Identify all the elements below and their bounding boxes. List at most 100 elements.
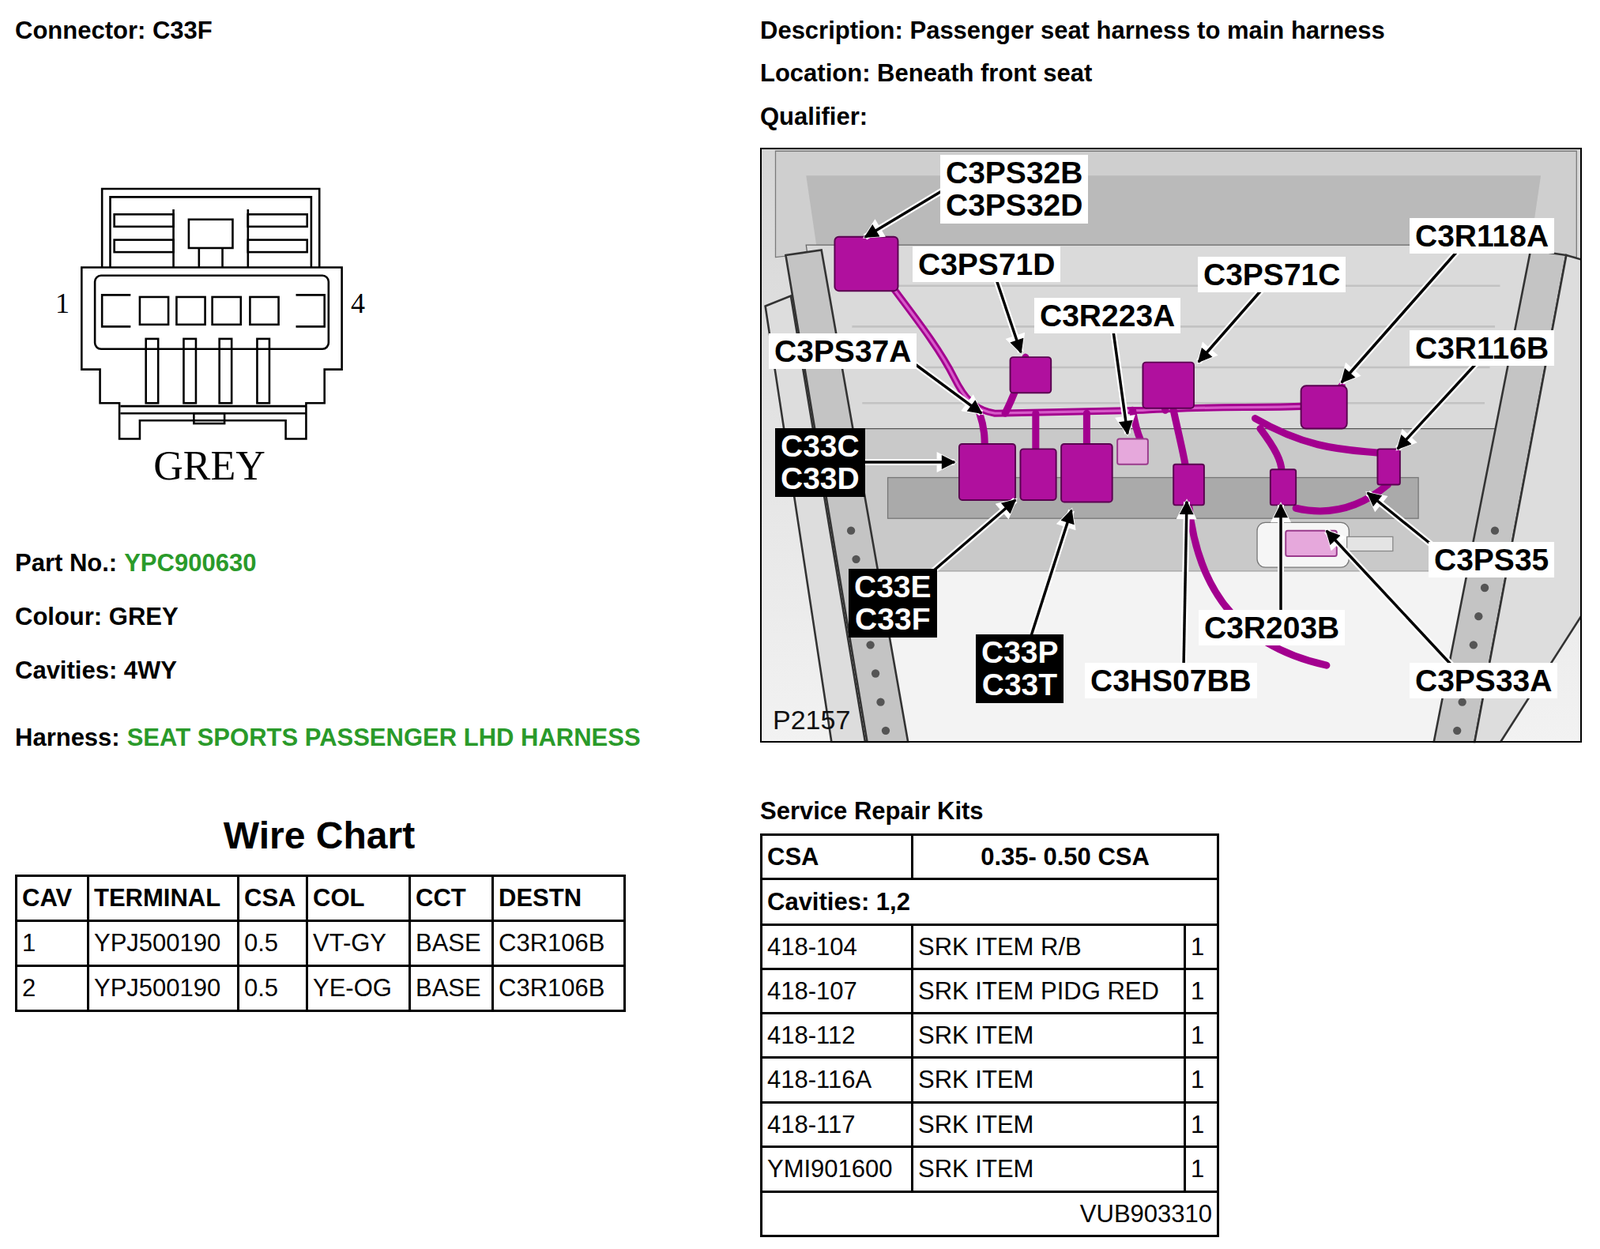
- connector-drawing: [114, 214, 174, 226]
- leader-arrow: [1397, 359, 1480, 449]
- leader-arrow: [865, 189, 945, 238]
- leader-arrow: [1030, 510, 1072, 639]
- label-text: Part No.:: [15, 549, 117, 578]
- table-cell: 1: [1185, 1103, 1219, 1148]
- table-cell: 1: [1185, 925, 1219, 970]
- figure-number: P2157: [772, 705, 851, 735]
- connector-drawing: [81, 267, 342, 439]
- rail-holes: [881, 726, 890, 735]
- callout-label: C33C C33D: [775, 428, 866, 497]
- callout-text: C3R223A: [1039, 299, 1175, 332]
- cell-text: SRK ITEM: [918, 1110, 1034, 1139]
- table-cell: 0.5: [238, 921, 308, 967]
- rail-holes: [851, 555, 860, 564]
- cell-text: 418-116A: [767, 1065, 872, 1094]
- table-cell: BASE: [410, 966, 494, 1012]
- cell-text: YMI901600: [767, 1155, 893, 1183]
- callout-text: C3PS37A: [774, 335, 912, 368]
- table-row: 418-116ASRK ITEM1: [761, 1057, 1219, 1104]
- cell-text: 418-117: [767, 1110, 855, 1139]
- leader-arrow: [908, 359, 982, 414]
- table-cell: CSA: [238, 876, 308, 922]
- leader-arrow: [1112, 325, 1128, 434]
- cell-text: Cavities: 1,2: [767, 888, 911, 916]
- leader-arrow: [857, 460, 955, 464]
- cell-text: SRK ITEM: [918, 1021, 1034, 1050]
- callout-label: C3PS32B C3PS32D: [940, 154, 1088, 224]
- rail-holes: [1453, 726, 1461, 735]
- table-cell: VT-GY: [307, 921, 411, 967]
- table-cell: YE-OG: [307, 966, 411, 1012]
- connector-blocks: [1270, 469, 1296, 505]
- cell-text: C3R106B: [498, 974, 605, 1002]
- callout-text: C33E C33F: [854, 570, 932, 637]
- label-text: Cavities: 4WY: [15, 656, 177, 686]
- connector-drawing: [101, 188, 320, 268]
- leader-arrow: [1112, 325, 1128, 434]
- callout-label: C3R116B: [1409, 330, 1555, 366]
- table-body: CAVTERMINALCSACOLCCTDESTN1YPJ5001900.5VT…: [16, 876, 625, 1012]
- leader-arrow: [1112, 325, 1128, 434]
- table-cell: YPJ500190: [88, 921, 239, 967]
- callout-text: C3R118A: [1415, 219, 1549, 253]
- callout-label: C3R203B: [1198, 609, 1345, 646]
- callout-text: C3PS32B C3PS32D: [945, 156, 1083, 223]
- connector-drawing: [212, 297, 241, 325]
- photo-frame: P2157 C3PS32B C3PS32D C3PS71D C3R223A C3PS71…: [760, 147, 1582, 743]
- connector-drawing: [256, 338, 269, 403]
- connector-blocks: [959, 444, 1016, 501]
- table-body: CSA0.35- 0.50 CSACavities: 1,2418-104SRK…: [761, 835, 1219, 1237]
- table-cell: 418-107: [761, 969, 913, 1014]
- connector-drawing: [249, 297, 279, 325]
- leader-arrow: [857, 462, 955, 464]
- table-row: 418-117 SRK ITEM 1: [761, 1103, 1219, 1148]
- cell-text: TERMINAL: [94, 884, 221, 912]
- seat-illustration: [1347, 536, 1393, 551]
- table-row: 418-107SRK ITEM PIDG RED1: [761, 969, 1219, 1014]
- connector-drawing: [248, 214, 308, 226]
- leader-arrow: [928, 500, 1016, 576]
- rail-holes: [876, 697, 885, 706]
- callout-label: C33E C33F: [848, 568, 938, 638]
- cell-text: YPJ500190: [94, 929, 221, 957]
- connector-drawing: [173, 209, 249, 268]
- connector-blocks: [1010, 357, 1052, 393]
- leader-arrow: [1280, 504, 1282, 614]
- leader-arrow: [928, 500, 1016, 576]
- cell-text: CAV: [22, 884, 72, 912]
- callout-text: C33P C33T: [981, 636, 1058, 702]
- cell-text: DESTN: [498, 884, 582, 912]
- leader-arrow: [1279, 504, 1283, 614]
- connector-blocks: [1301, 385, 1348, 429]
- connector-blocks: [1377, 448, 1400, 485]
- cell-text: YPJ500190: [94, 974, 221, 1002]
- label-text: Harness:: [15, 723, 121, 753]
- table-cell: SRK ITEM PIDG RED: [912, 969, 1186, 1014]
- leader-arrow: [1277, 504, 1284, 614]
- connector-drawing: [176, 297, 205, 325]
- cell-text: COL: [312, 884, 365, 912]
- seat-illustration: [832, 429, 1511, 573]
- table-cell: 418-104: [761, 925, 913, 970]
- connector-drawing: [139, 297, 169, 325]
- leader-arrow: [928, 500, 1016, 576]
- callout-label: C3PS37A: [768, 333, 917, 369]
- table-cell: 418-112: [761, 1013, 913, 1058]
- seat-illustration: [760, 147, 1582, 743]
- callout-label: C3PS71C: [1197, 256, 1346, 293]
- label-text: Location: Beneath front seat: [760, 59, 1092, 88]
- table-row: 418-104SRK ITEM R/B1: [761, 925, 1219, 970]
- rail-holes: [1490, 527, 1499, 535]
- table-row: CSA0.35- 0.50 CSA: [761, 835, 1219, 880]
- table-row: 2YPJ5001900.5YE-OGBASEC3R106B: [16, 966, 625, 1012]
- table-cell: 1: [1185, 1057, 1219, 1104]
- leader-arrow: [1198, 286, 1265, 362]
- callout-text: C3PS35: [1434, 543, 1549, 576]
- table-cell: TERMINAL: [88, 876, 239, 922]
- cell-text: 418-104: [767, 933, 858, 961]
- seat-illustration: [760, 147, 1582, 743]
- rail-holes: [1474, 612, 1483, 621]
- callout-text: C3HS07BB: [1090, 664, 1252, 697]
- callout-label: C3PS71D: [912, 246, 1061, 283]
- table-cell: 418-116A: [761, 1057, 913, 1104]
